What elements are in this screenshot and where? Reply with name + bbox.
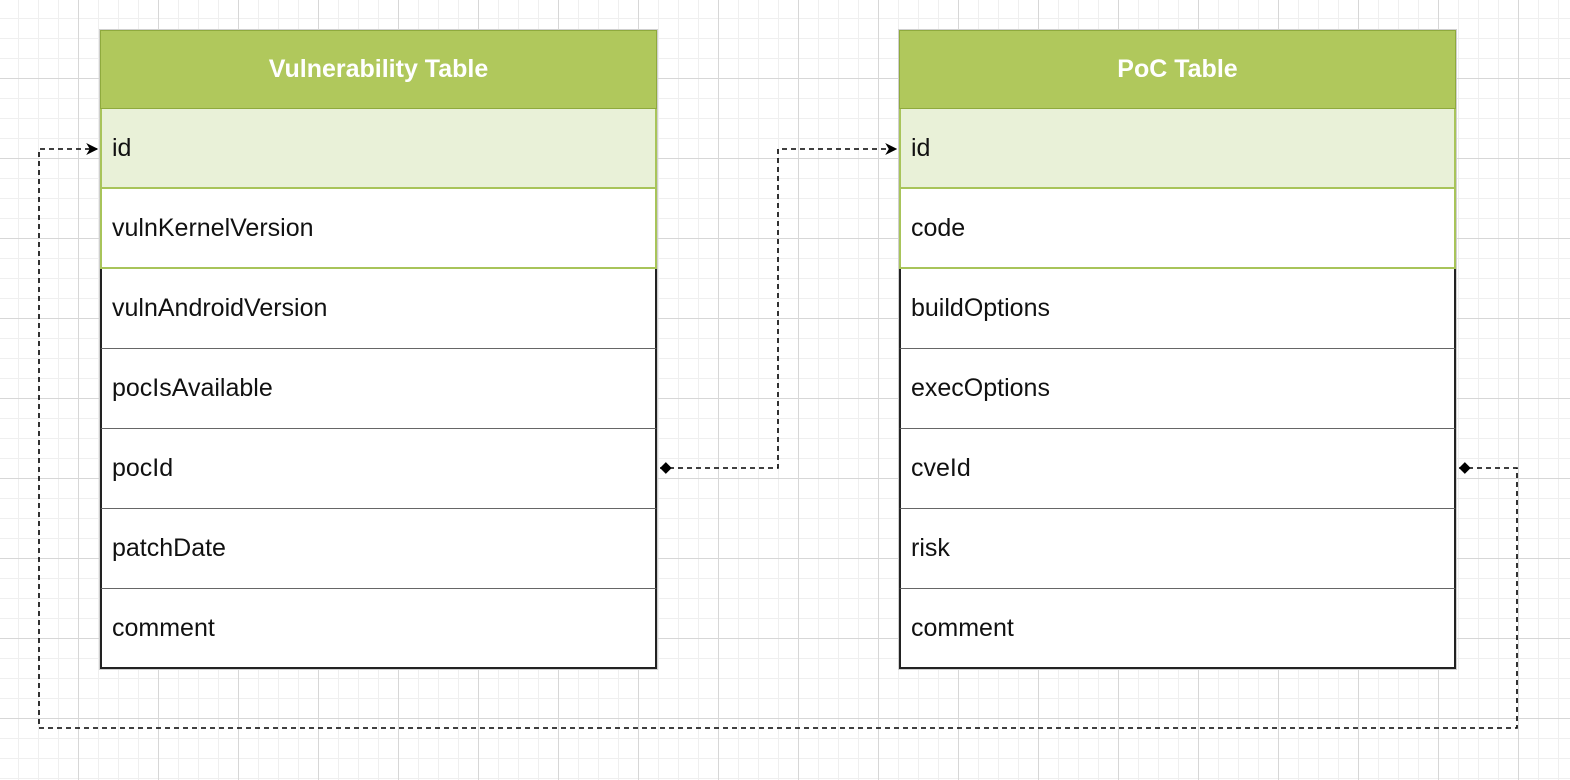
field-id[interactable]: id <box>899 109 1456 189</box>
poc-table[interactable]: PoC Table id code buildOptions execOptio… <box>899 30 1456 669</box>
field-comment[interactable]: comment <box>899 589 1456 669</box>
field-patch-date[interactable]: patchDate <box>100 509 657 589</box>
field-vuln-kernel-version[interactable]: vulnKernelVersion <box>100 189 657 269</box>
field-id[interactable]: id <box>100 109 657 189</box>
field-risk[interactable]: risk <box>899 509 1456 589</box>
table-header: PoC Table <box>899 30 1456 109</box>
field-poc-id[interactable]: pocId <box>100 429 657 509</box>
field-comment[interactable]: comment <box>100 589 657 669</box>
relation-pocid-to-poc-id[interactable] <box>660 143 898 474</box>
table-header: Vulnerability Table <box>100 30 657 109</box>
field-poc-is-available[interactable]: pocIsAvailable <box>100 349 657 429</box>
field-exec-options[interactable]: execOptions <box>899 349 1456 429</box>
field-vuln-android-version[interactable]: vulnAndroidVersion <box>100 269 657 349</box>
field-code[interactable]: code <box>899 189 1456 269</box>
field-build-options[interactable]: buildOptions <box>899 269 1456 349</box>
vulnerability-table[interactable]: Vulnerability Table id vulnKernelVersion… <box>100 30 657 669</box>
field-cve-id[interactable]: cveId <box>899 429 1456 509</box>
